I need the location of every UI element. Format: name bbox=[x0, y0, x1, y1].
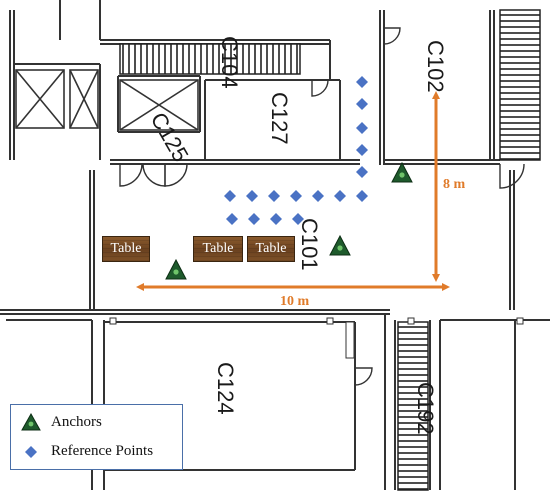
room-label-c101: C101 bbox=[297, 218, 322, 271]
reference-point-diamond-icon bbox=[312, 190, 324, 202]
reference-point-diamond-icon bbox=[356, 144, 368, 156]
reference-point-diamond-icon bbox=[248, 213, 260, 225]
reference-point-diamond-icon bbox=[356, 166, 368, 178]
table: Table bbox=[102, 236, 150, 262]
room-label-c125: C125 bbox=[146, 108, 194, 166]
dimension-label-vertical: 8 m bbox=[443, 177, 466, 192]
reference-point-diamond-icon bbox=[25, 445, 37, 458]
reference-point-diamond-icon bbox=[356, 122, 368, 134]
staircase-bottom bbox=[397, 321, 429, 491]
legend: Anchors Reference Points bbox=[10, 404, 183, 470]
legend-anchors-label: Anchors bbox=[51, 413, 102, 430]
elevator-shafts bbox=[15, 69, 199, 131]
reference-point-diamond-icon bbox=[290, 190, 302, 202]
reference-point-diamond-icon bbox=[292, 213, 304, 225]
staircase-top bbox=[119, 43, 301, 75]
reference-point-diamond-icon bbox=[224, 190, 236, 202]
room-label-c102: C102 bbox=[423, 40, 448, 93]
room-label-c124: C124 bbox=[213, 362, 238, 415]
anchors bbox=[165, 161, 413, 280]
reference-point-diamond-icon bbox=[268, 190, 280, 202]
room-label-c104: C104 bbox=[217, 36, 242, 89]
legend-anchors: Anchors bbox=[21, 413, 102, 431]
anchor-triangle-icon bbox=[165, 258, 187, 280]
anchor-triangle-icon bbox=[329, 234, 351, 256]
reference-point-diamond-icon bbox=[226, 213, 238, 225]
anchor-triangle-icon bbox=[391, 161, 413, 183]
reference-points bbox=[224, 76, 368, 225]
staircase-right bbox=[499, 9, 541, 161]
table: Table bbox=[193, 236, 243, 262]
room-label-c127: C127 bbox=[267, 92, 292, 145]
legend-reference-points: Reference Points bbox=[21, 443, 153, 460]
reference-point-diamond-icon bbox=[356, 76, 368, 88]
room-label-c192: C192 bbox=[413, 382, 438, 435]
reference-point-diamond-icon bbox=[356, 190, 368, 202]
anchor-triangle-icon bbox=[21, 413, 41, 431]
reference-point-diamond-icon bbox=[246, 190, 258, 202]
reference-point-diamond-icon bbox=[356, 98, 368, 110]
reference-point-diamond-icon bbox=[334, 190, 346, 202]
table: Table bbox=[247, 236, 295, 262]
dimension-label-horizontal: 10 m bbox=[280, 294, 310, 309]
legend-reference-points-label: Reference Points bbox=[51, 443, 154, 459]
columns bbox=[109, 317, 524, 359]
reference-point-diamond-icon bbox=[270, 213, 282, 225]
doors bbox=[119, 27, 525, 386]
